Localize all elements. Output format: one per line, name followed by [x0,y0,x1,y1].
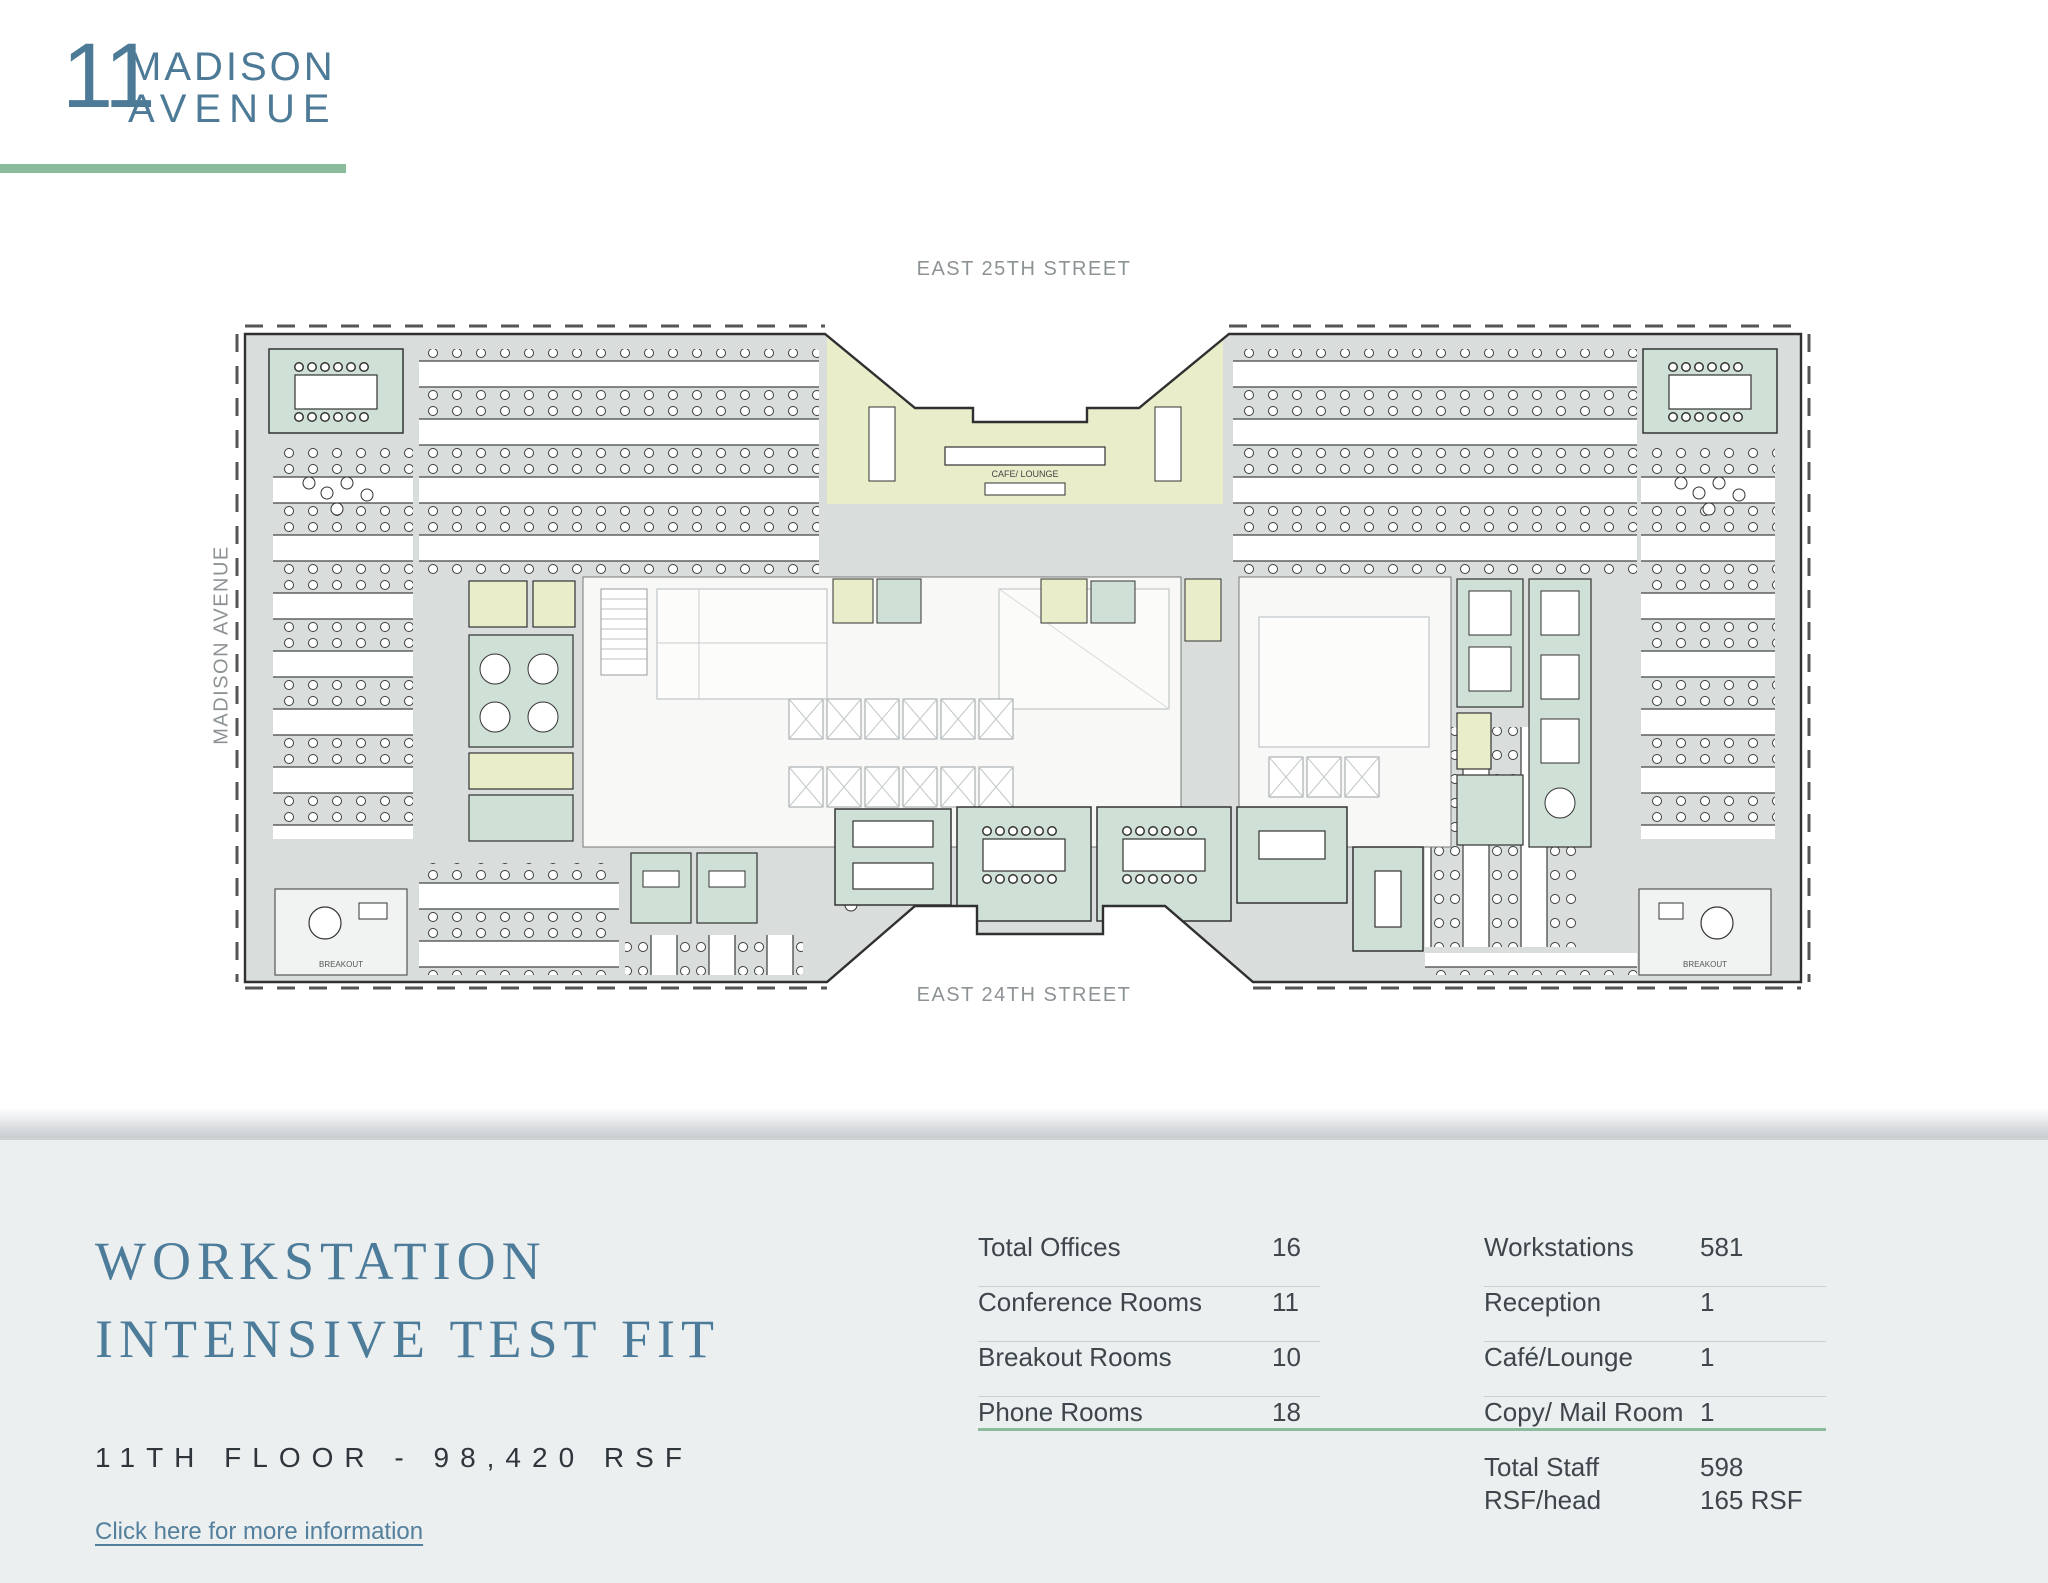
conference-room-top-right [1642,348,1778,434]
stats-summary: Total Staff 598 RSF/head 165 RSF [1484,1452,1826,1518]
breakout-room-right: BREAKOUT [1638,888,1772,976]
stats-table-right: Workstations 581 Reception 1 Café/Lounge… [1484,1232,1826,1451]
cafe-label: CAFE/ LOUNGE [991,469,1058,479]
stat-row-total-offices: Total Offices 16 [978,1232,1320,1287]
stat-row-workstations: Workstations 581 [1484,1232,1826,1287]
left-middle-rooms [468,580,576,842]
conference-room-top-left [268,348,404,434]
stat-row-total-staff: Total Staff 598 [1484,1452,1744,1482]
stat-row-conference-rooms: Conference Rooms 11 [978,1287,1320,1342]
stats-table-left: Total Offices 16 Conference Rooms 11 Bre… [978,1232,1320,1451]
logo-accent-bar [0,164,346,173]
stat-row-cafe-lounge: Café/Lounge 1 [1484,1342,1826,1397]
breakout-left-label: BREAKOUT [319,960,363,969]
breakout-right-label: BREAKOUT [1683,960,1727,969]
floor-plan: CAFE/ LOUNGE [235,324,1811,990]
floor-rsf-subtitle: 11TH FLOOR - 98,420 RSF [95,1442,693,1473]
stats-teal-divider [978,1428,1826,1431]
page-title-line1: WORKSTATION [95,1231,547,1291]
street-label-east-25th: EAST 25TH STREET [916,258,1132,280]
stat-row-rsf-head: RSF/head 165 RSF [1484,1485,1803,1515]
logo-wordmark: MADISON AVENUE [128,46,338,130]
page-title: WORKSTATION INTENSIVE TEST FIT [95,1222,720,1378]
logo-word-avenue: AVENUE [128,87,338,131]
right-middle-rooms [1456,578,1592,848]
conference-rooms-bottom [834,806,1424,952]
workstation-areas [273,349,1775,975]
facade-bays [235,324,1811,990]
breakout-room-left: BREAKOUT [274,888,408,976]
logo-word-madison: MADISON [128,45,336,89]
core-top-rooms [832,578,1222,642]
cafe-lounge-zone: CAFE/ LOUNGE [827,334,1223,504]
stat-row-reception: Reception 1 [1484,1287,1826,1342]
street-label-east-24th: EAST 24TH STREET [916,984,1132,1006]
stat-row-copy-mail-room: Copy/ Mail Room 1 [1484,1397,1715,1427]
stat-row-phone-rooms: Phone Rooms 18 [978,1397,1301,1427]
details-panel [0,1138,2048,1583]
reception-rooms [630,852,758,924]
building-core-right [1238,576,1452,848]
stat-row-breakout-rooms: Breakout Rooms 10 [978,1342,1320,1397]
logo-number: 11 [62,25,156,127]
more-information-link[interactable]: Click here for more information [95,1518,424,1545]
building-outline [243,332,1803,984]
page-title-line2: INTENSIVE TEST FIT [95,1309,720,1369]
panel-top-shadow [0,1108,2048,1138]
